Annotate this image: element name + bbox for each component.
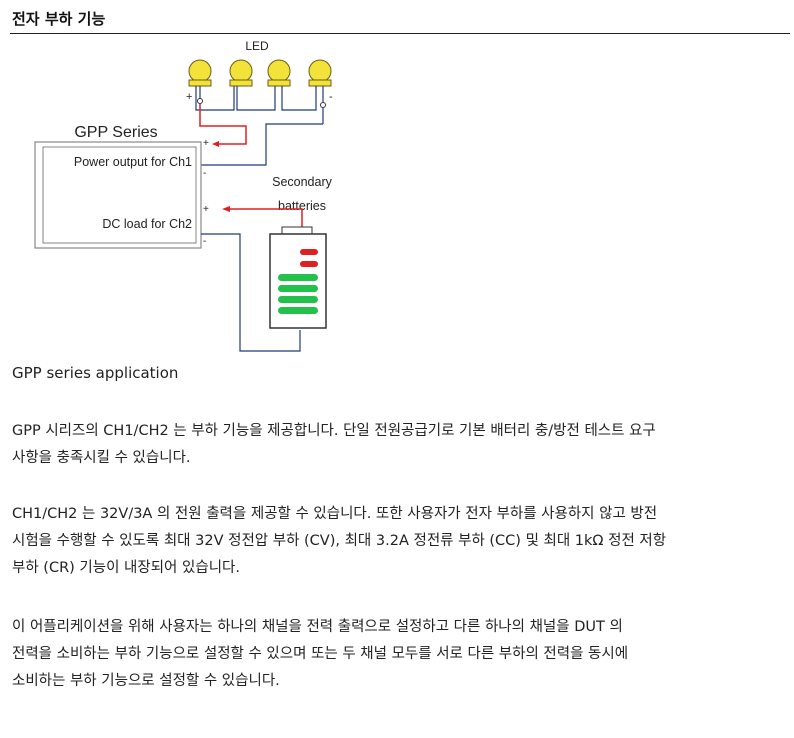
led-positive-terminal <box>197 98 203 104</box>
ch2-plus-sign: + <box>203 204 209 215</box>
ch1-plus-sign: + <box>203 138 209 149</box>
paragraph-line: 소비하는 부하 기능으로 설정할 수 있습니다. <box>12 673 280 689</box>
paragraph-2: CH1/CH2 는 32V/3A 의 전원 출력을 제공할 수 있습니다. 또한… <box>12 501 782 582</box>
ch1-label: Power output for Ch1 <box>74 155 192 169</box>
ch2-minus-sign: - <box>203 236 206 247</box>
led-wiring <box>195 86 324 124</box>
device-title: GPP Series <box>74 124 157 141</box>
paragraph-1: GPP 시리즈의 CH1/CH2 는 부하 기능을 제공합니다. 단일 전원공급… <box>12 418 782 472</box>
ch2-negative-wire <box>201 233 301 352</box>
gpp-application-diagram: LED + - GPP Series <box>34 39 333 352</box>
paragraph-line: 시험을 수행할 수 있도록 최대 32V 정전압 부하 (CV), 최대 3.2… <box>12 533 667 549</box>
ch1-minus-sign: - <box>203 168 206 179</box>
paragraph-line: GPP 시리즈의 CH1/CH2 는 부하 기능을 제공합니다. 단일 전원공급… <box>12 423 656 439</box>
paragraph-3: 이 어플리케이션을 위해 사용자는 하나의 채널을 전력 출력으로 설정하고 다… <box>12 614 782 695</box>
paragraph-line: 사항을 충족시킬 수 있습니다. <box>12 450 191 466</box>
led-label: LED <box>245 39 269 53</box>
ch2-arrow-icon <box>222 206 230 212</box>
ch2-positive-wire <box>230 208 303 234</box>
ch1-arrow-icon <box>212 141 219 147</box>
paragraph-line: 전력을 소비하는 부하 기능으로 설정할 수 있으며 또는 두 채널 모두를 서… <box>12 646 629 662</box>
led-4 <box>308 59 332 87</box>
battery-label-line1: Secondary <box>272 175 333 189</box>
led-3 <box>267 59 291 87</box>
ch1-positive-wire <box>199 104 247 145</box>
battery-icon <box>269 226 327 329</box>
led-minus-sign: - <box>329 91 333 103</box>
section-title: 전자 부하 기능 <box>12 10 106 28</box>
led-plus-sign: + <box>186 91 192 103</box>
led-negative-terminal <box>320 102 326 108</box>
paragraph-line: CH1/CH2 는 32V/3A 의 전원 출력을 제공할 수 있습니다. 또한… <box>12 506 658 522</box>
led-1 <box>188 59 212 87</box>
device-outer-box <box>34 141 202 249</box>
led-2 <box>229 59 253 87</box>
figure-caption: GPP series application <box>12 364 179 382</box>
paragraph-line: 이 어플리케이션을 위해 사용자는 하나의 채널을 전력 출력으로 설정하고 다… <box>12 619 623 635</box>
led-row <box>188 59 332 87</box>
device-inner-box <box>42 146 197 244</box>
paragraph-line: 부하 (CR) 기능이 내장되어 있습니다. <box>12 560 240 576</box>
title-divider <box>10 33 790 34</box>
ch2-label: DC load for Ch2 <box>102 217 192 231</box>
ch1-negative-wire <box>201 123 323 166</box>
